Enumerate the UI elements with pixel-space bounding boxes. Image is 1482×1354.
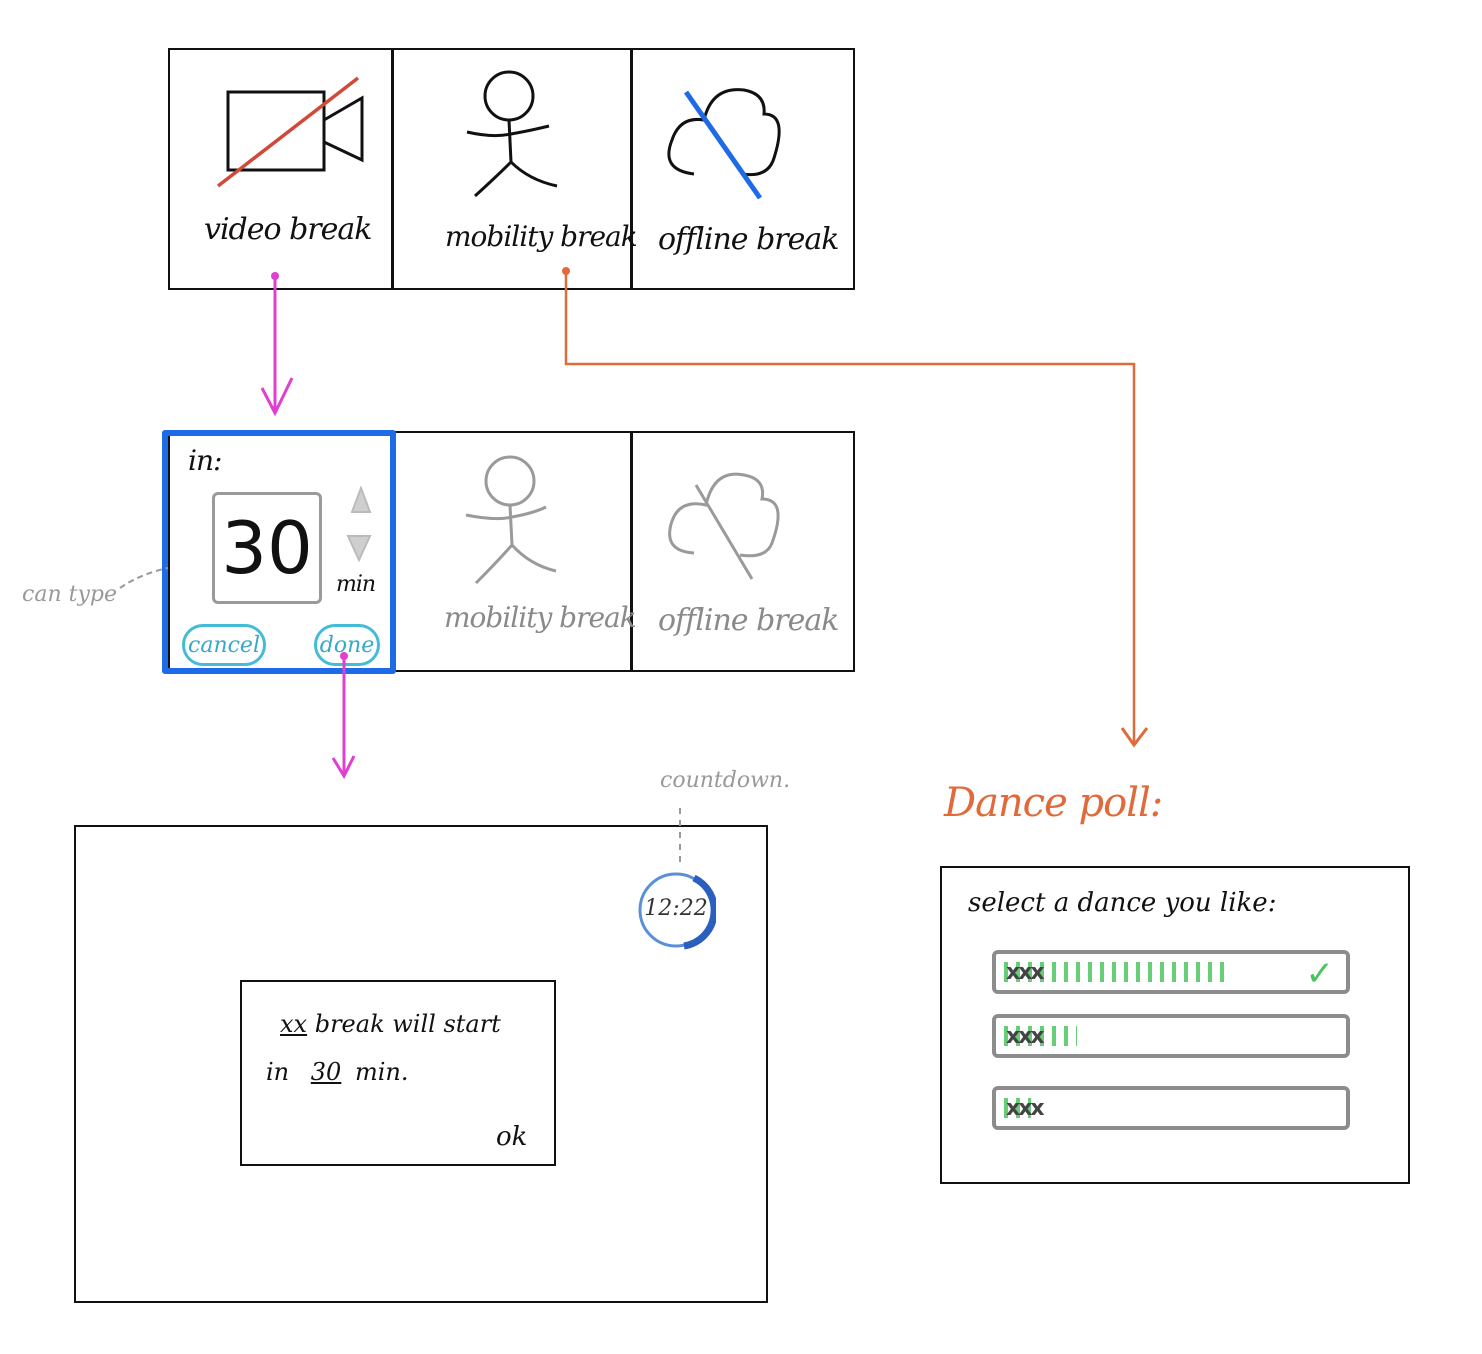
check-icon: ✓ [1305,954,1335,994]
vote-share-fill [1004,1098,1031,1118]
dance-poll-prompt: select a dance you like: [968,888,1277,918]
offline-break-tile-disabled: offline break [632,433,853,670]
stepper-down-icon[interactable] [346,534,372,562]
break-type-placeholder: xx [280,1010,308,1038]
offline-break-tile[interactable]: offline break [632,50,853,288]
vote-share-fill [1004,1026,1077,1046]
dance-option-name: xxx [1006,1096,1045,1121]
dialog-line-2: in 30 min. [266,1058,409,1086]
minutes-value: 30 [221,506,313,590]
cloud-crossed-icon [667,88,781,200]
stick-figure-icon [465,455,557,585]
video-camera-crossed-icon [216,76,364,188]
offline-break-label: offline break [658,222,839,257]
mobility-break-tile[interactable]: mobility break [393,50,638,288]
minutes-input[interactable]: 30 [212,492,322,604]
in-label: in: [188,444,222,477]
break-options-top-row [168,48,855,290]
dialog-line-1: xx break will start [280,1010,501,1038]
vote-share-fill [1004,962,1231,982]
dance-poll-option[interactable]: xxx ✓ [992,950,1350,994]
done-button[interactable]: done [314,624,380,666]
countdown-ring-icon [638,872,716,950]
divider [391,48,394,290]
ok-button[interactable]: ok [496,1122,528,1152]
dance-poll-title: Dance poll: [944,780,1163,826]
break-notification-screen [74,825,768,1303]
dialog-line-2-suffix: min. [354,1058,409,1086]
mobility-break-label: mobility break [445,220,638,253]
dialog-minutes-value: 30 [310,1058,342,1086]
video-break-timer-panel: in: 30 min cancel done [162,430,396,674]
break-options-middle-row [168,431,855,672]
divider [630,48,633,290]
arrow-mobility-to-dance-poll [562,267,1149,748]
arrow-done-to-notification [331,652,356,780]
divider [630,431,633,672]
break-start-dialog: xx break will start in 30 min. ok [240,980,556,1166]
dance-poll-option[interactable]: xxx [992,1014,1350,1058]
countdown-value: 12:22 [644,896,708,921]
offline-break-label: offline break [658,603,839,638]
countdown-timer: 12:22 [636,870,716,950]
video-break-label: video break [204,212,372,247]
video-break-tile[interactable]: video break [170,50,391,288]
mobility-break-label: mobility break [444,601,637,634]
can-type-leader [119,567,169,589]
arrow-video-to-timer [260,272,294,417]
dialog-line-1-text: break will start [314,1010,501,1038]
unit-label: min [336,572,376,597]
stepper-up-icon[interactable] [350,486,372,514]
cloud-crossed-icon [668,472,780,580]
dance-poll-panel: select a dance you like: [940,866,1410,1184]
mobility-break-tile-disabled: mobility break [396,433,637,670]
can-type-note: can type [22,582,117,607]
stick-figure-icon [466,70,558,198]
countdown-note: countdown. [660,768,791,793]
dance-option-name: xxx [1006,1024,1045,1049]
dialog-line-2-prefix: in [266,1058,290,1086]
cancel-button[interactable]: cancel [182,624,266,666]
dance-option-name: xxx [1006,960,1045,985]
dance-poll-option[interactable]: xxx [992,1086,1350,1130]
